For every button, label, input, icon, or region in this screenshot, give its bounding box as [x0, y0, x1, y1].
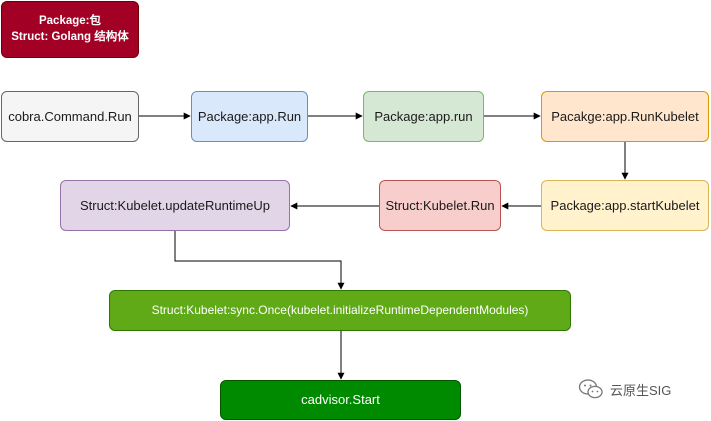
node-kubelet-run: Struct:Kubelet.Run: [379, 180, 501, 231]
watermark: 云原生SIG: [578, 378, 671, 400]
node-run-kubelet: Pacakge:app.RunKubelet: [541, 91, 709, 142]
node-app-run-lower: Package:app.run: [363, 91, 484, 142]
node-app-run: Package:app.Run: [191, 91, 308, 142]
node-start-kubelet: Package:app.startKubelet: [541, 180, 709, 231]
legend-box: Package:包 Struct: Golang 结构体: [1, 1, 139, 58]
watermark-text: 云原生SIG: [610, 382, 672, 398]
edge-update-runtime-to-sync-once: [174, 231, 345, 290]
legend-struct-label: Struct: Golang 结构体: [11, 30, 129, 43]
node-update-runtime-up: Struct:Kubelet.updateRuntimeUp: [60, 180, 290, 231]
wechat-icon: [578, 379, 603, 399]
node-cobra-command-run: cobra.Command.Run: [1, 91, 139, 142]
node-sync-once: Struct:Kubelet:sync.Once(kubelet.initial…: [109, 290, 571, 331]
legend-package-label: Package:包: [38, 14, 101, 27]
node-cadvisor-start: cadvisor.Start: [220, 380, 461, 420]
